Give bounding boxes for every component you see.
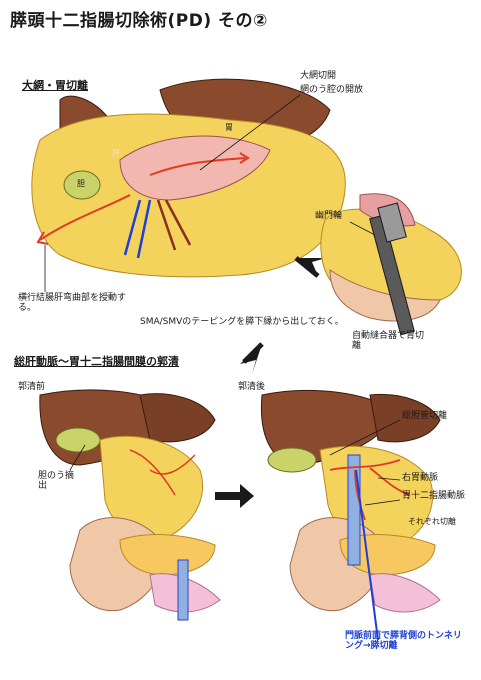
label-stapler: 自動縫合器で胃切離	[352, 331, 425, 351]
label-sma-taping: SMA/SMVのテーピングを膵下縁から出しておく。	[140, 317, 344, 327]
label-tunneling: 門脈前面で膵背側のトンネリング→膵切離	[345, 631, 462, 651]
cut-line	[149, 157, 246, 176]
annotation-omentum: 大網切開	[300, 71, 337, 81]
page-title: 膵頭十二指腸切除術(PD) その②	[10, 11, 268, 31]
tape-blue-2	[136, 199, 152, 259]
after-artery-gda	[354, 469, 366, 521]
mobilize-line	[39, 194, 131, 241]
label-gda: 胃十二指腸動脈	[402, 491, 466, 501]
label-gallbladder: 胆	[77, 179, 85, 188]
leader-omentum	[199, 94, 301, 171]
before-vessel	[177, 559, 189, 621]
label-after: 郭清後	[238, 382, 266, 392]
after-stomach-liver	[369, 393, 441, 443]
panel3-after-drawing	[260, 390, 441, 641]
arrow-step2-shaft	[242, 342, 264, 364]
label-cut: それぞれ切離	[408, 517, 456, 526]
label-pylorus: 幽門輪	[315, 211, 343, 221]
after-portal-vein	[347, 454, 361, 566]
leader-gda	[364, 499, 401, 506]
before-gallbladder	[55, 427, 101, 453]
panel1-drawing	[31, 78, 346, 292]
arrow-step1-shaft	[294, 256, 320, 278]
label-cholecystectomy: 胆のう摘出	[38, 471, 75, 491]
tape-brown-1	[156, 199, 177, 251]
stapler-head	[377, 202, 407, 243]
before-artery-2	[149, 454, 196, 475]
panel3-before-drawing	[39, 389, 221, 621]
after-pink	[369, 573, 441, 613]
panel3-heading: 総肝動脈～胃十二指腸間膜の郭清	[14, 355, 179, 368]
tunnel-line	[355, 469, 379, 641]
tape-brown-2	[164, 199, 192, 246]
panel1-heading: 大網・胃切離	[22, 79, 88, 92]
leader-cholecystectomy	[69, 444, 86, 471]
annotation-bursa: 網のう腔の開放	[300, 85, 364, 95]
after-liver	[260, 390, 396, 466]
label-bile-duct: 総胆管切離	[402, 411, 448, 421]
cut-line-arrow	[239, 152, 250, 164]
label-before: 郭清前	[18, 382, 46, 392]
panel2-duodenum	[329, 269, 441, 322]
after-artery-rga	[369, 467, 411, 496]
panel2-drawing	[320, 193, 462, 336]
leader-rga	[377, 477, 401, 481]
leader-pylorus	[349, 221, 376, 236]
gallbladder-shape	[63, 170, 101, 200]
before-stomach-liver	[139, 393, 216, 443]
arrow-before-after	[215, 484, 254, 508]
label-stomach: 胃	[225, 123, 233, 132]
label-liver: 肝	[112, 149, 120, 158]
label-rga: 右胃動脈	[402, 473, 439, 483]
label-colon: 横行結腸肝弯曲部を授動する。	[18, 293, 127, 313]
after-artery-common	[329, 459, 401, 471]
stapler-shaft	[369, 214, 415, 336]
leader-bile	[329, 419, 401, 456]
tape-blue-1	[123, 199, 142, 256]
before-artery	[129, 449, 176, 496]
after-gb-bed	[267, 447, 317, 473]
stomach-shape	[119, 135, 271, 201]
before-pancreas	[119, 534, 216, 576]
mobilize-arrow	[36, 231, 49, 245]
